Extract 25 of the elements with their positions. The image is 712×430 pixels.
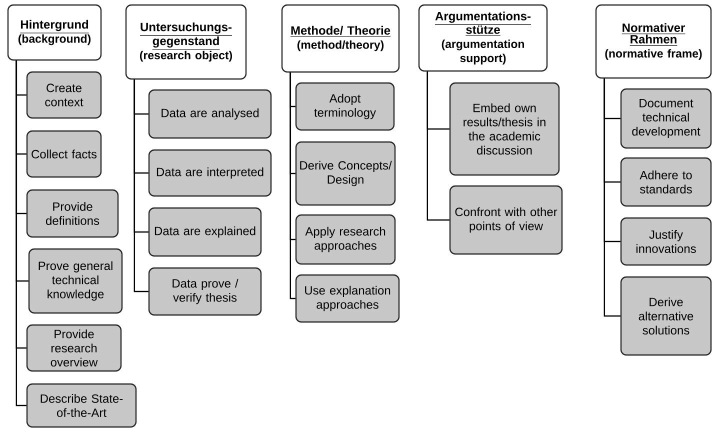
item-box: Provide research overview bbox=[26, 324, 122, 372]
item-box: Use explanation approaches bbox=[295, 274, 400, 323]
item-box: Confront with other points of view bbox=[449, 185, 563, 255]
item-box: Justify innovations bbox=[620, 217, 712, 266]
item-box: Adopt terminology bbox=[295, 82, 395, 131]
item-box: Prove general technical knowledge bbox=[28, 248, 123, 314]
item-box: Data prove / verify thesis bbox=[148, 267, 262, 316]
item-box: Data are interpreted bbox=[148, 149, 272, 197]
item-box: Adhere to standards bbox=[620, 157, 712, 207]
item-box: Apply research approaches bbox=[295, 214, 396, 265]
item-box: Derive alternative solutions bbox=[620, 276, 712, 356]
connector-line bbox=[290, 72, 296, 300]
item-box: Embed own results/thesis in the academic discussion bbox=[449, 82, 560, 176]
connector-line bbox=[134, 80, 148, 292]
connector-line bbox=[16, 60, 26, 406]
item-box: Document technical development bbox=[620, 88, 712, 149]
item-box: Collect facts bbox=[26, 130, 102, 178]
item-box: Describe State-of-the-Art bbox=[26, 383, 137, 428]
connector-line bbox=[604, 78, 620, 317]
item-box: Data are analysed bbox=[148, 89, 272, 139]
item-box: Derive Concepts/ Design bbox=[295, 141, 396, 206]
item-box: Create context bbox=[26, 71, 102, 119]
item-box: Provide definitions bbox=[26, 189, 119, 238]
connector-line bbox=[426, 72, 450, 221]
item-box: Data are explained bbox=[148, 207, 262, 257]
